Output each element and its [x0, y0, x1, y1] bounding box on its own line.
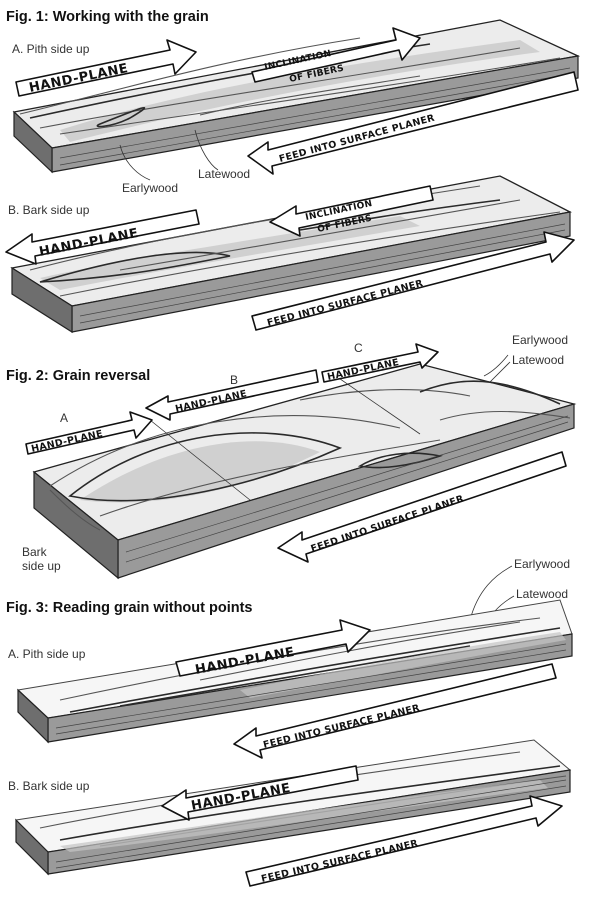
fig2-latewood: Latewood	[512, 353, 564, 367]
fig2-earlywood-leader	[483, 354, 509, 377]
fig1-a-label: A. Pith side up	[12, 42, 90, 56]
fig3-latewood: Latewood	[516, 587, 568, 601]
fig3-a-label: A. Pith side up	[8, 647, 86, 661]
board-3a	[16, 599, 573, 744]
fig1-title: Fig. 1: Working with the grain	[6, 9, 209, 25]
fig3-b-label: B. Bark side up	[8, 779, 90, 793]
fig3-a-feed-text: FEED INTO SURFACE PLANER	[262, 703, 421, 751]
fig2-earlywood: Earlywood	[512, 333, 568, 347]
fig2-title: Fig. 2: Grain reversal	[6, 368, 150, 384]
board-1b	[10, 175, 572, 334]
fig3-title: Fig. 3: Reading grain without points	[6, 600, 253, 616]
fig1-b-label: B. Bark side up	[8, 203, 90, 217]
fig3-earlywood-leader	[469, 565, 513, 621]
board-3b	[14, 739, 572, 876]
fig2-bark-1: Bark	[22, 545, 48, 559]
fig2-handplane-a-text: HAND-PLANE	[30, 428, 104, 455]
board-1a	[12, 19, 581, 174]
fig2-label-a: A	[60, 411, 68, 425]
fig1-latewood-leader	[194, 129, 219, 171]
fig2-bark-2: side up	[22, 559, 61, 573]
fig3-b-feed-text: FEED INTO SURFACE PLANER	[260, 838, 419, 885]
fig2-label-b: B	[230, 373, 238, 387]
fig1-earlywood-leader	[119, 144, 151, 181]
fig1-latewood: Latewood	[198, 167, 250, 181]
board-2	[32, 363, 577, 580]
fig2-label-c: C	[354, 341, 363, 355]
fig3-earlywood: Earlywood	[514, 557, 570, 571]
fig1-earlywood: Earlywood	[122, 181, 178, 195]
